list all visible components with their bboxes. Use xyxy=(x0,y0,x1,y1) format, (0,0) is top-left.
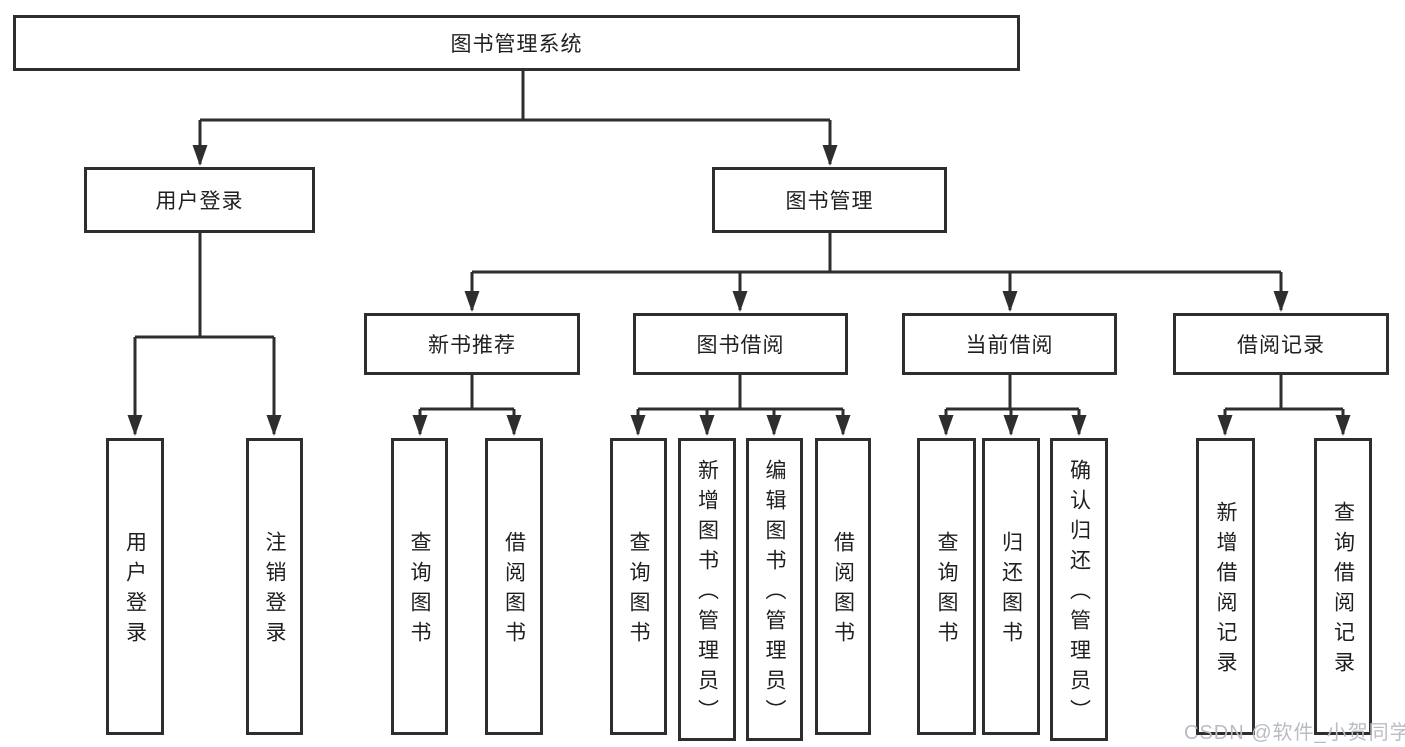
node-leaf-nb-query: 查询图书 xyxy=(391,438,448,735)
node-leaf-cb-query-label: 查询图书 xyxy=(935,531,958,651)
node-leaf-bb-edit-label: 编辑图书（管理员） xyxy=(763,459,786,729)
node-root: 图书管理系统 xyxy=(13,15,1020,71)
connector-user-login-children xyxy=(127,233,282,436)
connector-new-book-rec-children xyxy=(412,375,522,436)
node-leaf-bb-add: 新增图书（管理员） xyxy=(678,438,736,741)
node-leaf-nb-borrow: 借阅图书 xyxy=(485,438,543,735)
node-leaf-cb-return-label: 归还图书 xyxy=(999,531,1023,651)
node-book-mgmt-label: 图书管理 xyxy=(785,190,874,213)
node-leaf-br-add-label: 新增借阅记录 xyxy=(1214,501,1237,681)
node-new-book-rec-label: 新书推荐 xyxy=(428,334,516,357)
node-leaf-bb-borrow-label: 借阅图书 xyxy=(831,531,855,651)
node-leaf-user-login-label: 用户登录 xyxy=(123,531,147,651)
node-leaf-nb-borrow-label: 借阅图书 xyxy=(502,531,526,651)
connector-book-borrow-children xyxy=(630,375,851,436)
node-leaf-br-add: 新增借阅记录 xyxy=(1196,438,1255,735)
connector-root-to-level2 xyxy=(192,71,838,166)
node-leaf-bb-edit: 编辑图书（管理员） xyxy=(746,438,803,741)
node-borrow-record-label: 借阅记录 xyxy=(1237,334,1325,357)
node-leaf-cb-confirm-label: 确认归还（管理员） xyxy=(1067,459,1091,729)
node-user-login: 用户登录 xyxy=(84,167,315,233)
node-leaf-br-query: 查询借阅记录 xyxy=(1314,438,1372,735)
watermark: CSDN @软件_小贺同学 xyxy=(1184,722,1405,744)
node-leaf-logout: 注销登录 xyxy=(246,438,303,735)
node-leaf-cb-return: 归还图书 xyxy=(982,438,1040,735)
node-leaf-bb-query: 查询图书 xyxy=(610,438,667,735)
node-root-label: 图书管理系统 xyxy=(450,33,583,56)
node-leaf-br-query-label: 查询借阅记录 xyxy=(1331,501,1355,681)
node-leaf-logout-label: 注销登录 xyxy=(263,531,286,651)
node-leaf-bb-borrow: 借阅图书 xyxy=(815,438,871,735)
node-leaf-user-login: 用户登录 xyxy=(106,438,164,735)
node-book-borrow: 图书借阅 xyxy=(633,313,848,375)
connector-current-borrow-children xyxy=(938,375,1087,436)
connector-borrow-record-children xyxy=(1217,375,1351,436)
node-leaf-bb-query-label: 查询图书 xyxy=(627,531,650,651)
node-new-book-rec: 新书推荐 xyxy=(364,313,580,375)
node-book-borrow-label: 图书借阅 xyxy=(696,334,785,357)
connector-book-mgmt-children xyxy=(464,233,1289,312)
node-current-borrow-label: 当前借阅 xyxy=(965,334,1054,357)
node-leaf-nb-query-label: 查询图书 xyxy=(408,531,431,651)
node-user-login-label: 用户登录 xyxy=(155,190,244,213)
node-leaf-bb-add-label: 新增图书（管理员） xyxy=(695,459,719,729)
node-book-mgmt: 图书管理 xyxy=(712,167,947,233)
node-leaf-cb-query: 查询图书 xyxy=(917,438,976,735)
node-borrow-record: 借阅记录 xyxy=(1173,313,1389,375)
node-leaf-cb-confirm: 确认归还（管理员） xyxy=(1050,438,1108,741)
node-current-borrow: 当前借阅 xyxy=(902,313,1117,375)
